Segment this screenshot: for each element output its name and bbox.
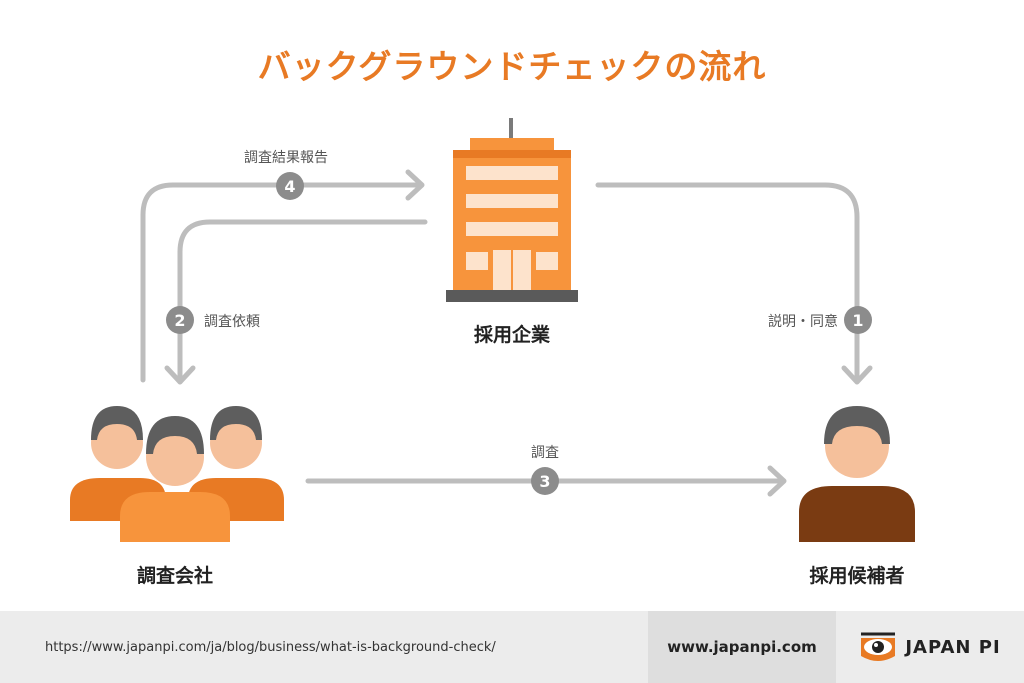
edge-label-investigation: 調査 bbox=[531, 445, 559, 461]
footer: https://www.japanpi.com/ja/blog/business… bbox=[0, 611, 1024, 683]
footer-logo[interactable]: JAPAN PI bbox=[836, 611, 1024, 683]
footer-url[interactable]: https://www.japanpi.com/ja/blog/business… bbox=[0, 611, 648, 683]
step-badge-1: 1 bbox=[844, 306, 872, 334]
diagram-title: バックグラウンドチェックの流れ bbox=[257, 47, 767, 86]
edge-label-consent: 説明・同意 bbox=[768, 314, 838, 330]
logo-text: JAPAN PI bbox=[905, 636, 1001, 658]
investigator-label: 調査会社 bbox=[136, 565, 213, 587]
footer-site-link[interactable]: www.japanpi.com bbox=[648, 611, 836, 683]
edge-label-report: 調査結果報告 bbox=[244, 150, 328, 166]
candidate-person-icon bbox=[799, 406, 915, 542]
step-badge-3: 3 bbox=[531, 467, 559, 495]
arrow-request bbox=[164, 219, 428, 385]
candidate-label: 採用候補者 bbox=[809, 565, 905, 587]
eye-logo-icon bbox=[861, 632, 896, 661]
company-building-icon bbox=[446, 118, 578, 302]
arrow-report bbox=[140, 169, 425, 383]
arrow-consent bbox=[595, 182, 873, 385]
company-label: 採用企業 bbox=[473, 324, 550, 346]
flow-diagram bbox=[70, 118, 915, 542]
step-badge-4: 4 bbox=[276, 172, 304, 200]
edge-label-request: 調査依頼 bbox=[204, 314, 260, 330]
step-badge-2: 2 bbox=[166, 306, 194, 334]
investigator-group-icon bbox=[70, 406, 284, 542]
